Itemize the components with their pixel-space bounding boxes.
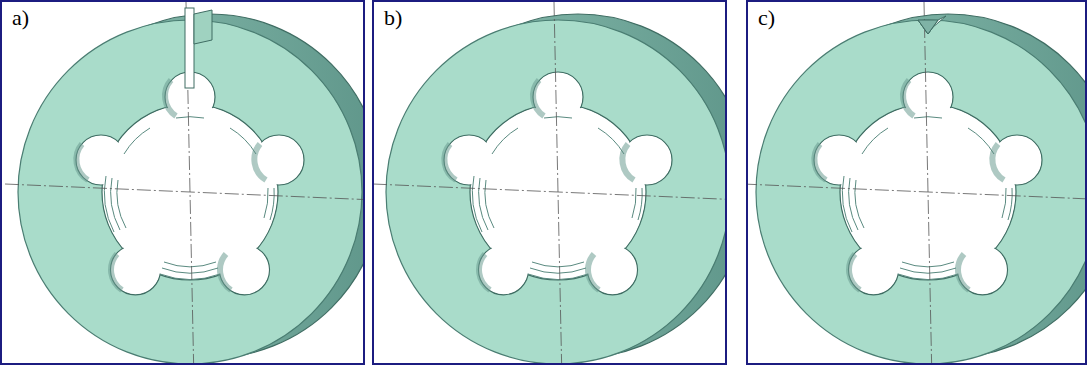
panel-label: a) xyxy=(10,6,31,30)
figure-panel: a) xyxy=(0,0,365,365)
panel-label: c) xyxy=(756,6,777,30)
panel-label: b) xyxy=(382,6,404,30)
figure-panel: c) xyxy=(746,0,1087,365)
figure-panel: b) xyxy=(372,0,727,365)
